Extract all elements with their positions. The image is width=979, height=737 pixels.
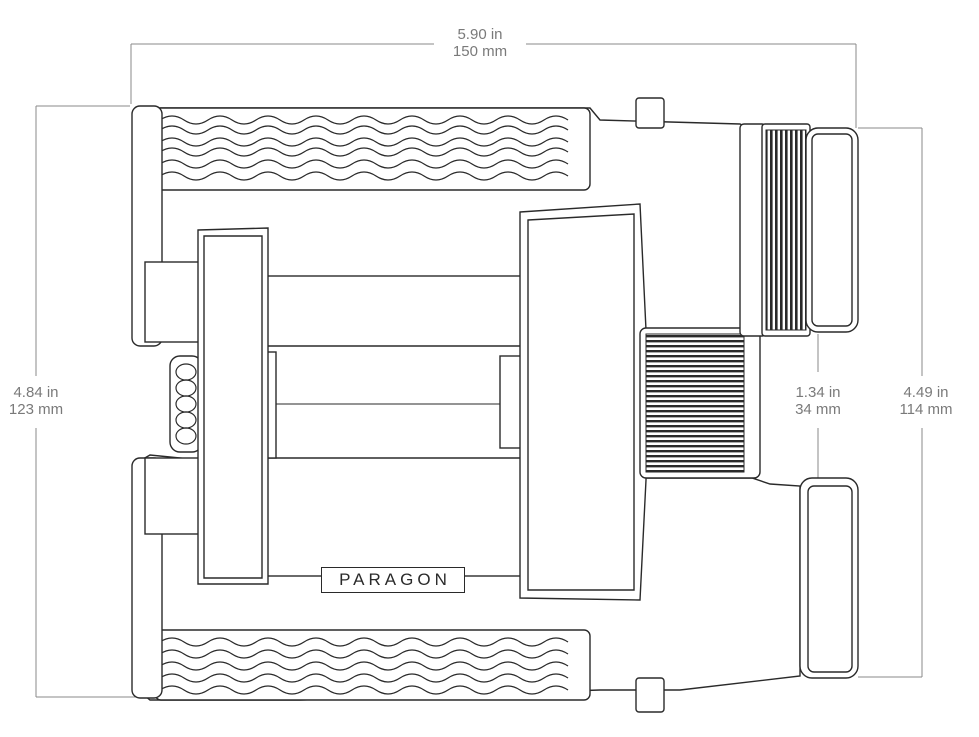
overall-width-mm: 150 mm xyxy=(452,43,508,60)
overall-height-in: 4.84 in xyxy=(13,384,59,401)
dimension-lines xyxy=(35,43,923,698)
brand-label: PARAGON xyxy=(339,570,451,589)
overall-width-label: 5.90 in 150 mm xyxy=(434,26,526,60)
eyepiece-spacing-mm: 34 mm xyxy=(795,401,841,418)
objective-span-in: 4.49 in xyxy=(903,384,949,401)
overall-height-mm: 123 mm xyxy=(8,401,64,418)
binocular-body xyxy=(131,97,859,713)
eyepiece-spacing-in: 1.34 in xyxy=(795,384,841,401)
eyepiece-spacing-label: 1.34 in 34 mm xyxy=(784,384,852,418)
overall-width-in: 5.90 in xyxy=(457,26,503,43)
brand-badge: PARAGON xyxy=(321,567,465,593)
objective-span-label: 4.49 in 114 mm xyxy=(888,384,964,418)
overall-height-label: 4.84 in 123 mm xyxy=(0,384,72,418)
objective-span-mm: 114 mm xyxy=(899,401,953,418)
